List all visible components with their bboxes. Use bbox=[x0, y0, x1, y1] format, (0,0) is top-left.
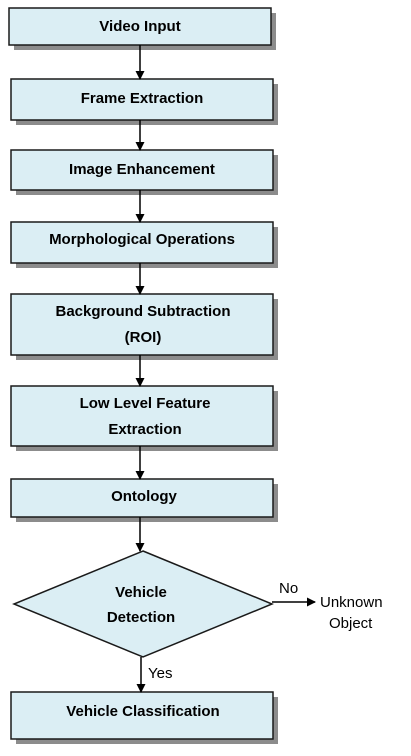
node-vehicle-detection-label-line2: Detection bbox=[107, 609, 175, 626]
node-low-level-feature-label-line1: Low Level Feature bbox=[80, 395, 211, 412]
node-ontology-label: Ontology bbox=[111, 488, 177, 505]
node-ontology: Ontology bbox=[10, 478, 278, 522]
node-video-input-label: Video Input bbox=[99, 18, 180, 35]
node-background-subtraction-label-line1: Background Subtraction bbox=[55, 303, 230, 320]
node-vehicle-classification: Vehicle Classification bbox=[10, 691, 278, 744]
node-low-level-feature-label-line2: Extraction bbox=[108, 421, 181, 438]
node-morphological-operations-label: Morphological Operations bbox=[49, 231, 235, 248]
node-low-level-feature-extraction: Low Level Feature Extraction bbox=[10, 385, 278, 451]
node-image-enhancement-label: Image Enhancement bbox=[69, 161, 215, 178]
edge-label-no: No bbox=[279, 580, 298, 597]
node-frame-extraction: Frame Extraction bbox=[10, 78, 278, 125]
node-vehicle-detection-label-line1: Vehicle bbox=[115, 584, 167, 601]
edge-label-yes: Yes bbox=[148, 665, 172, 682]
node-image-enhancement: Image Enhancement bbox=[10, 149, 278, 195]
outcome-unknown-object-line2: Object bbox=[329, 615, 373, 632]
outcome-unknown-object-line1: Unknown bbox=[320, 594, 383, 611]
node-frame-extraction-label: Frame Extraction bbox=[81, 90, 204, 107]
node-background-subtraction: Background Subtraction (ROI) bbox=[10, 293, 278, 360]
node-video-input: Video Input bbox=[8, 7, 276, 50]
node-vehicle-detection: Vehicle Detection bbox=[12, 550, 274, 658]
node-background-subtraction-label-line2: (ROI) bbox=[125, 329, 162, 346]
node-vehicle-classification-label: Vehicle Classification bbox=[66, 703, 219, 720]
node-morphological-operations: Morphological Operations bbox=[10, 221, 278, 268]
